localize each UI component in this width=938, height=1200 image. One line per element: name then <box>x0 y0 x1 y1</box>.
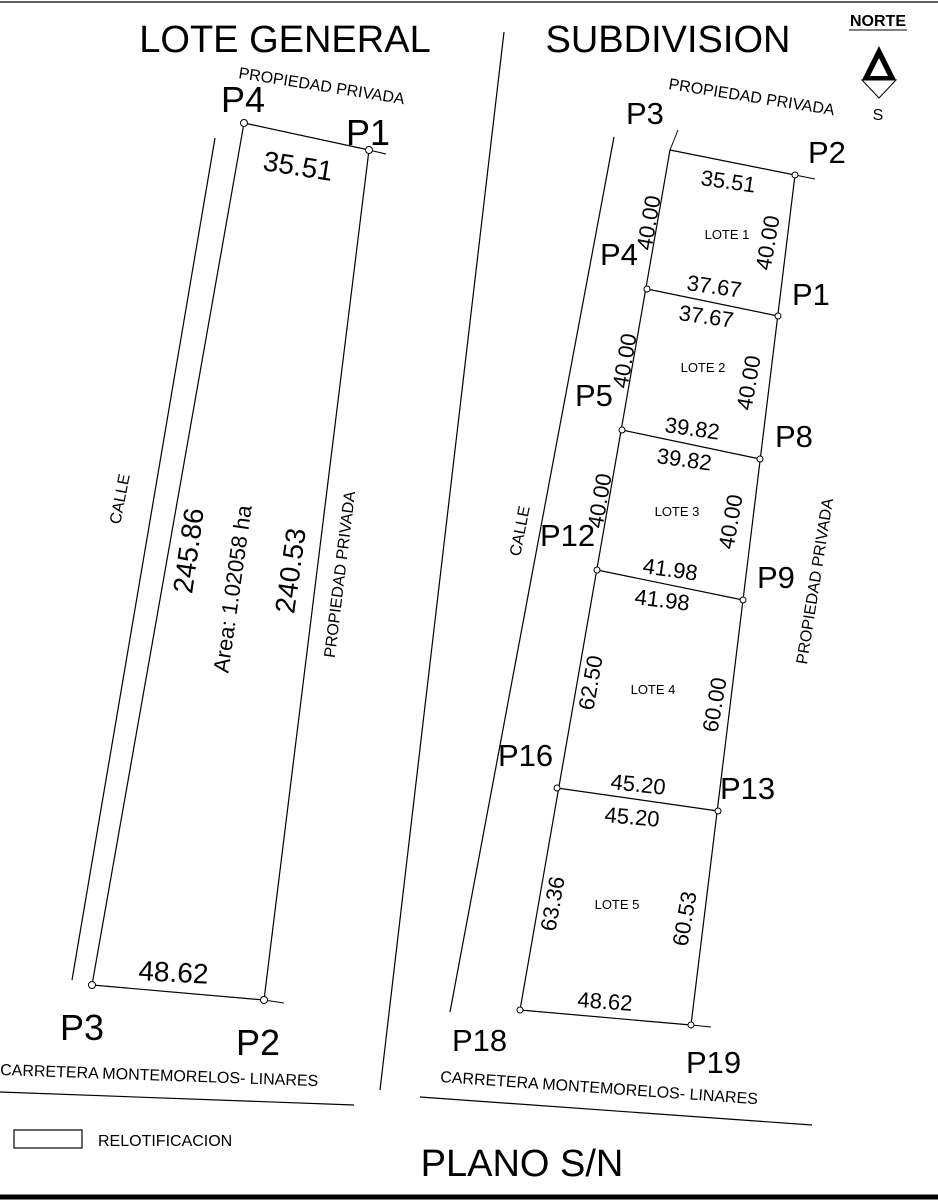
sub-label-p2: P2 <box>808 135 846 170</box>
sub-vertex-p1 <box>774 312 782 320</box>
sub-label-p16: P16 <box>498 738 553 773</box>
sub-vertex-p12 <box>593 566 601 574</box>
general-street-label: CALLE <box>107 473 133 526</box>
lote-4-dim-right: 60.00 <box>698 675 732 734</box>
lote-5-dim-right: 60.53 <box>668 889 702 948</box>
sub-vertex-p2 <box>791 171 799 179</box>
sub-label-p4: P4 <box>600 237 638 272</box>
panel-divider <box>379 31 505 1091</box>
general-right-neighbor-label: PROPIEDAD PRIVADA <box>322 490 359 659</box>
general-vertex-p1 <box>365 146 373 154</box>
north-arrow-tail-icon <box>860 79 898 99</box>
lote-3-name: LOTE 3 <box>655 504 700 519</box>
sub-vertex-p19 <box>687 1021 695 1029</box>
lote-2-dim-left: 40.00 <box>608 331 642 390</box>
lote-1-dim-left: 40.00 <box>632 193 666 252</box>
general-dim-right: 240.53 <box>269 526 312 615</box>
sub-top-neighbor-label: PROPIEDAD PRIVADA <box>667 76 836 119</box>
general-label-p1: P1 <box>346 112 390 153</box>
sub-vertex-p13 <box>714 807 722 815</box>
sub-vertex-p4 <box>643 285 651 293</box>
sub-street-line <box>449 136 615 1013</box>
lote-2-dim-right: 40.00 <box>732 353 766 412</box>
lote-1-name: LOTE 1 <box>705 227 750 242</box>
lote-5-dim-left: 63.36 <box>536 874 570 933</box>
general-road-line <box>0 1091 355 1106</box>
lote-2-dim-bottom: 39.82 <box>663 412 721 444</box>
south-label: S <box>873 107 884 124</box>
title-subdivision: SUBDIVISION <box>546 19 791 61</box>
lote-3-dim-left: 40.00 <box>583 471 617 530</box>
sub-road-line <box>419 1096 813 1126</box>
lote-3-dim-top: 39.82 <box>655 443 713 475</box>
general-label-p4: P4 <box>221 79 265 120</box>
lote-3: LOTE 3 39.82 41.98 40.00 40.00 <box>583 443 748 585</box>
sub-label-p1: P1 <box>792 277 830 312</box>
general-vertex-p4 <box>240 119 248 127</box>
sub-label-p19: P19 <box>686 1045 741 1080</box>
general-dim-bottom: 48.62 <box>138 955 210 990</box>
sub-street-label: CALLE <box>507 505 533 558</box>
legend-swatch <box>13 1129 83 1149</box>
sub-division-p12-p9 <box>596 569 744 601</box>
sub-label-p13: P13 <box>720 771 775 806</box>
sub-vertex-p5 <box>618 426 626 434</box>
lote-5: LOTE 5 45.20 48.62 63.36 60.53 <box>536 802 702 1016</box>
sub-label-p18: P18 <box>452 1023 507 1058</box>
lote-1-dim-bottom: 37.67 <box>685 270 743 302</box>
sub-left-boundary <box>519 149 671 1011</box>
lote-3-dim-right: 40.00 <box>714 492 748 551</box>
lote-4-dim-bottom: 45.20 <box>609 769 666 800</box>
sub-vertex-p9 <box>739 596 747 604</box>
general-vertex-p2 <box>260 996 268 1004</box>
lote-1-dim-right: 40.00 <box>751 213 785 272</box>
sub-vertex-p16 <box>553 784 561 792</box>
north-arrow: NORTE S <box>849 13 907 124</box>
legend-label: RELOTIFICACION <box>98 1133 232 1150</box>
sub-label-p8: P8 <box>775 419 813 454</box>
legend: RELOTIFICACION <box>13 1129 232 1150</box>
sub-division-p5-p8 <box>621 429 761 460</box>
north-label: NORTE <box>850 13 906 30</box>
sub-division-p16-p13 <box>556 787 719 812</box>
general-road-label: CARRETERA MONTEMORELOS- LINARES <box>0 1062 319 1090</box>
lote-2: LOTE 2 37.67 39.82 40.00 40.00 <box>608 300 766 444</box>
lote-4-dim-top: 41.98 <box>633 584 691 616</box>
sub-right-neighbor-label: PROPIEDAD PRIVADA <box>794 497 837 666</box>
general-area: Area: 1.02058 ha <box>208 503 256 674</box>
lote-1-dim-top: 35.51 <box>699 165 757 197</box>
lote-5-dim-bottom: 48.62 <box>577 987 634 1016</box>
north-arrow-inner-icon <box>870 58 888 76</box>
sub-label-p3: P3 <box>626 96 664 131</box>
lote-4-dim-left: 62.50 <box>574 653 608 712</box>
subdivision-lots: P3 P2 P4 P1 P5 P8 P12 P9 P16 P13 P18 P19… <box>419 76 846 1126</box>
lote-4: LOTE 4 41.98 45.20 62.50 60.00 <box>574 584 732 800</box>
general-label-p2: P2 <box>236 1022 280 1063</box>
sub-division-p4-p1 <box>646 288 779 317</box>
general-dim-top: 35.51 <box>261 145 335 187</box>
lote-4-name: LOTE 4 <box>631 682 676 697</box>
sub-vertex-p8 <box>756 455 764 463</box>
title-lote-general: LOTE GENERAL <box>139 19 430 61</box>
sub-top-left-extension <box>669 129 679 151</box>
lote-2-name: LOTE 2 <box>681 360 726 375</box>
lote-5-name: LOTE 5 <box>595 897 640 912</box>
sub-vertex-p18 <box>516 1006 524 1014</box>
title-plano: PLANO S/N <box>421 1143 624 1185</box>
general-label-p3: P3 <box>60 1007 104 1048</box>
general-vertex-p3 <box>88 981 96 989</box>
general-street-line <box>71 137 216 981</box>
sub-label-p9: P9 <box>757 560 795 595</box>
sub-label-p5: P5 <box>575 378 613 413</box>
lote-5-dim-top: 45.20 <box>604 802 661 832</box>
lote-1: LOTE 1 35.51 37.67 40.00 40.00 <box>632 165 785 302</box>
general-lot: P4 P1 P3 P2 PROPIEDAD PRIVADA CALLE PROP… <box>0 65 406 1106</box>
sub-bottom-boundary <box>519 1009 692 1026</box>
sub-top-boundary <box>669 149 796 176</box>
sub-label-p12: P12 <box>540 518 595 553</box>
